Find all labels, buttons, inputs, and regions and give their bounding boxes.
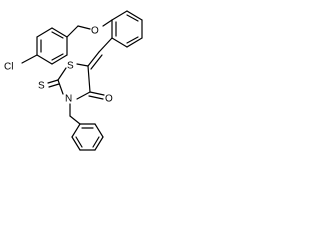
exocyclic-double-bond-a [87,51,100,67]
thione-double-bond-a [47,79,59,84]
phenoxy-ring [111,10,143,48]
ether-o-bond-right [102,19,113,27]
chlorophenyl-ring [36,27,68,65]
carbonyl-double-bond-a [89,91,105,96]
atom-label-n: N [65,94,72,105]
chemical-structure-diagram: Cl O S S N O [4,10,143,151]
thiazolidinone-ring [57,63,91,100]
carbonyl-double-bond-b [88,95,104,100]
thione-double-bond-b [48,83,60,88]
methylidene-bond [98,37,113,53]
atom-label-cl: Cl [4,62,13,73]
atom-label-s-ring: S [67,61,74,72]
benzyl-ch2-to-ring-bond [69,115,81,125]
exocyclic-double-bond-b [90,54,103,70]
atom-label-o-carbonyl: O [105,94,113,105]
benzyl-ring [71,123,104,151]
atom-label-o-ether: O [91,26,99,37]
atom-label-s-thione: S [38,81,45,92]
ether-o-bond-left [77,25,91,30]
c-cl-bond [21,54,38,64]
benzyl-ch2-bond [66,25,79,38]
